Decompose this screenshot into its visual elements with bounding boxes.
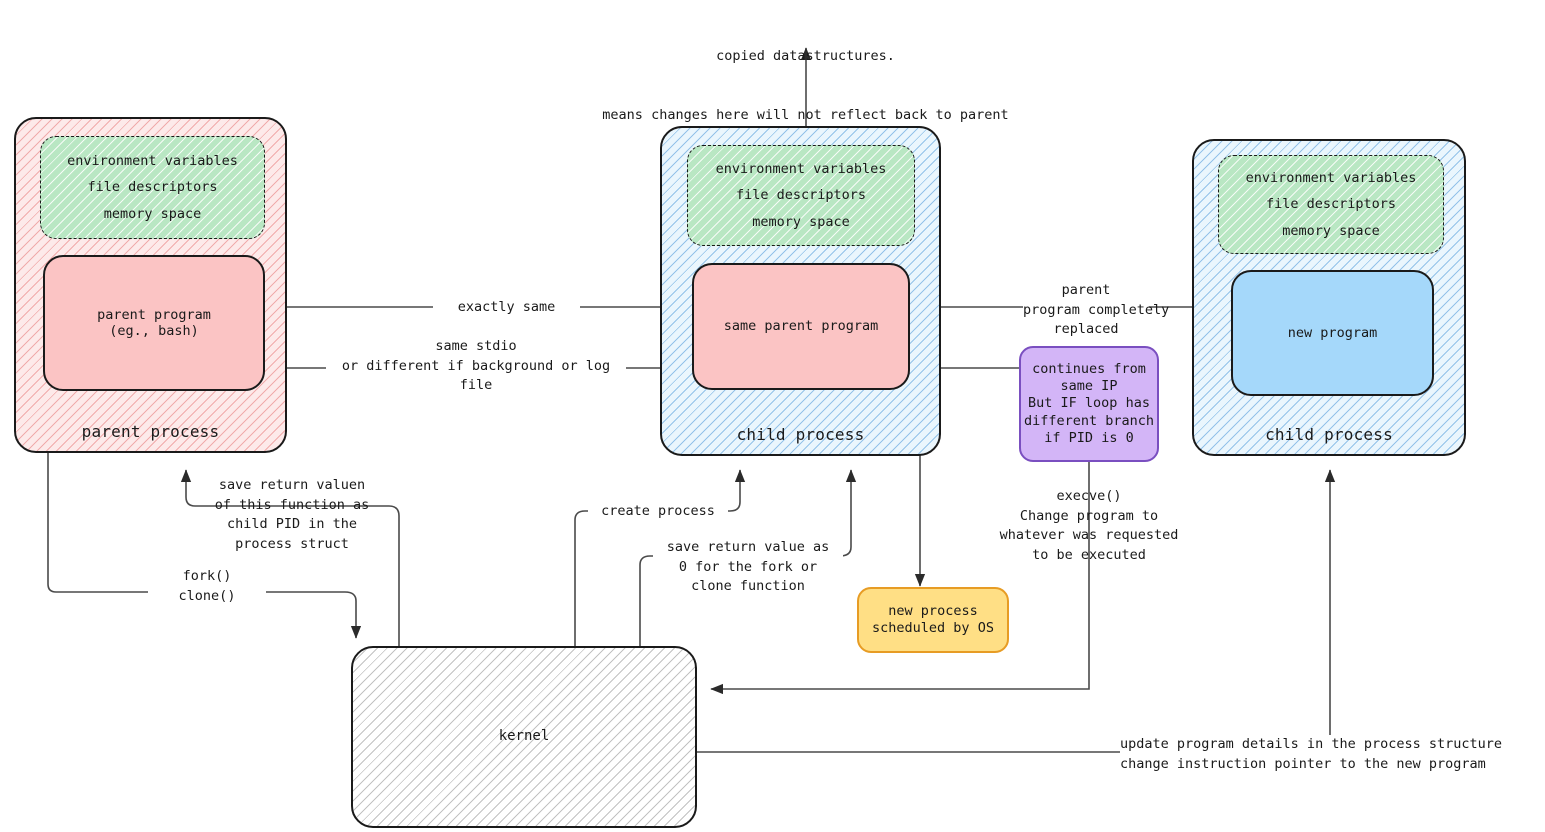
top-note-line1: copied datastructures. [716, 48, 895, 65]
purple-note-line2: same IP [1060, 378, 1118, 395]
child-process-middle-container[interactable]: environment variables file descriptors m… [660, 126, 941, 456]
child-process-right-label: child process [1265, 425, 1393, 444]
parent-env-box: environment variables file descriptors m… [40, 136, 265, 239]
yellow-note-line2: scheduled by OS [872, 620, 994, 636]
child-middle-env-line1: environment variables [715, 161, 887, 178]
purple-note-line5: if PID is 0 [1044, 429, 1134, 446]
child-middle-program-box[interactable]: same parent program [692, 263, 910, 390]
top-note: copied datastructures. means changes her… [583, 8, 1028, 165]
kernel-box[interactable]: kernel [351, 646, 697, 828]
parent-env-line3: memory space [103, 205, 202, 222]
label-save-child-pid: save return valuen of this function as c… [214, 477, 370, 552]
child-middle-env-line2: file descriptors [735, 187, 867, 204]
label-parent-replaced: parent program completely replaced [1023, 281, 1169, 340]
label-update-program: update program details in the process st… [1120, 735, 1540, 775]
parent-env-line2: file descriptors [87, 179, 218, 196]
label-save-return-zero: save return value as 0 for the fork or c… [653, 538, 843, 597]
child-right-env-line1: environment variables [1245, 170, 1417, 187]
parent-program-line1: parent program [97, 306, 211, 323]
label-create-process: create process [588, 502, 728, 522]
purple-ip-note[interactable]: continues from same IP But IF loop has d… [1019, 346, 1159, 462]
purple-note-line3: But IF loop has [1028, 395, 1150, 412]
top-note-line2: means changes here will not reflect back… [602, 106, 1009, 123]
child-right-program-line1: new program [1287, 324, 1378, 341]
purple-note-line4: different branch [1023, 412, 1155, 429]
child-process-right-container[interactable]: environment variables file descriptors m… [1192, 139, 1466, 456]
label-exactly-same: exactly same [433, 298, 580, 318]
parent-env-line1: environment variables [67, 153, 238, 170]
parent-program-box[interactable]: parent program (eg., bash) [43, 255, 265, 391]
parent-program-line2: (eg., bash) [109, 323, 199, 339]
child-right-env-line3: memory space [1282, 222, 1380, 239]
child-middle-program-line1: same parent program [723, 318, 879, 335]
yellow-scheduler-note[interactable]: new process scheduled by OS [857, 587, 1009, 653]
purple-note-line1: continues from [1032, 360, 1146, 377]
yellow-note-line1: new process [888, 602, 978, 619]
child-right-env-box: environment variables file descriptors m… [1218, 155, 1444, 254]
child-right-program-box[interactable]: new program [1231, 270, 1434, 396]
parent-process-container[interactable]: environment variables file descriptors m… [14, 117, 287, 453]
label-same-stdio: same stdio or different if background or… [326, 337, 626, 396]
child-right-env-line2: file descriptors [1265, 196, 1397, 213]
child-process-middle-label: child process [736, 425, 865, 444]
child-middle-env-box: environment variables file descriptors m… [687, 145, 915, 246]
child-middle-env-line3: memory space [752, 213, 850, 230]
label-fork-clone: fork() clone() [148, 567, 266, 607]
label-execve: execve() Change program to whatever was … [999, 488, 1179, 563]
parent-process-label: parent process [81, 422, 220, 441]
kernel-label: kernel [498, 728, 550, 745]
